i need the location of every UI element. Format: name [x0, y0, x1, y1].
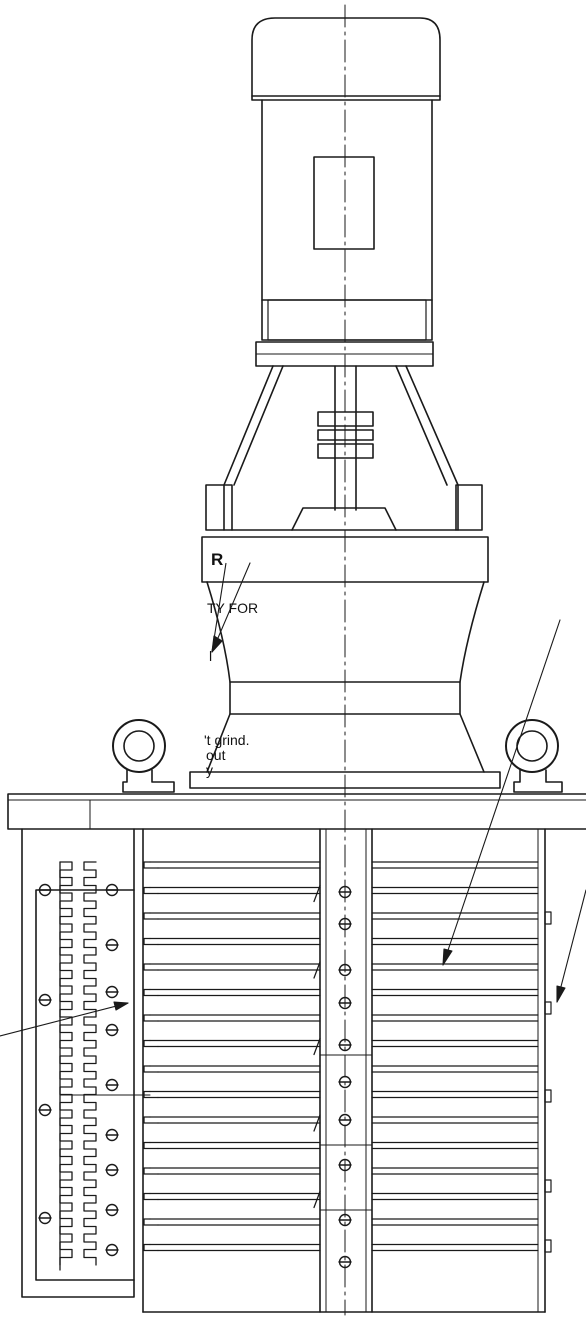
- base-flange: [189, 771, 501, 789]
- bar-stub: [143, 861, 159, 869]
- label-y: y: [206, 762, 213, 778]
- label-l: l: [209, 648, 213, 664]
- lantern-bracket: [205, 365, 483, 531]
- bolt-holes: [38, 883, 352, 1269]
- bar-stub: [143, 886, 159, 895]
- bar-stub: [143, 1192, 159, 1201]
- slant-mark: [313, 961, 321, 979]
- bar-stub: [143, 912, 159, 920]
- bar-stub: [143, 1243, 159, 1252]
- side-tab: [544, 1089, 552, 1103]
- lifting-eyes: [112, 719, 563, 793]
- right-tabs: [544, 911, 552, 1253]
- bar-stub: [143, 1218, 159, 1226]
- cutting-chamber: [59, 828, 546, 1313]
- motor-body: [261, 99, 433, 341]
- side-tab: [544, 1001, 552, 1015]
- comb-profile-right: [83, 861, 97, 1266]
- slant-mark: [313, 1190, 321, 1209]
- side-tab: [544, 1239, 552, 1253]
- bar-stub: [143, 1014, 159, 1022]
- bar-stub: [143, 1167, 159, 1175]
- side-tab: [544, 1179, 552, 1193]
- slant-mark: [313, 1114, 321, 1132]
- label-out: out: [206, 747, 226, 763]
- bar-stub: [143, 1141, 159, 1150]
- motor-flange: [255, 341, 434, 367]
- label-grind: 't grind.: [204, 732, 250, 748]
- bar-stub: [143, 1065, 159, 1073]
- bar-stub: [143, 937, 159, 946]
- motor-cap: [251, 17, 441, 101]
- comb-profile-left: [59, 861, 73, 1266]
- slant-mark: [313, 884, 321, 903]
- slant-mark: [313, 1037, 321, 1056]
- bar-stub: [143, 988, 159, 997]
- top-plate: [7, 793, 586, 830]
- side-tab: [544, 911, 552, 925]
- comb-teeth: [59, 861, 97, 1271]
- cutter-bars: [143, 861, 539, 1252]
- label-r: R: [211, 550, 224, 569]
- bar-stub: [143, 1116, 159, 1124]
- label-ty-for: TY FOR: [207, 600, 259, 616]
- shaft-coupling: [291, 365, 397, 531]
- bar-stub: [143, 1039, 159, 1048]
- bar-stub: [143, 963, 159, 971]
- side-screen-frame: [21, 828, 135, 1298]
